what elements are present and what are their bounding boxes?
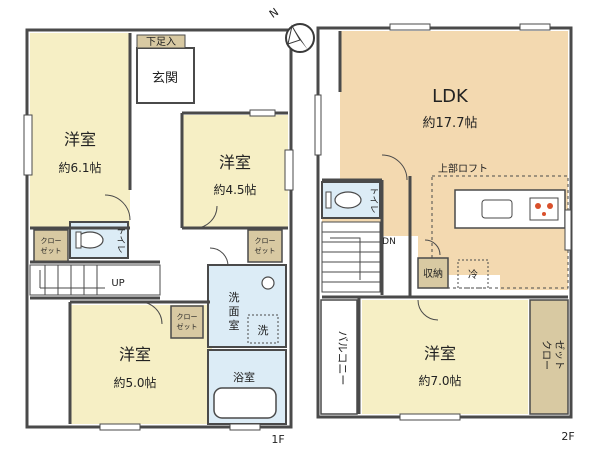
- floor-2: LDK 約17.7帖 上部ロフト 洋室 約7.0帖 トイレ 収納 冷 DN クロ…: [314, 23, 575, 443]
- interior-walls-2f: [322, 31, 568, 414]
- compass-north-label: N: [267, 5, 281, 20]
- label-fridge: 冷: [468, 268, 478, 281]
- closet-1f-b: [247, 229, 283, 263]
- washer-space: [247, 314, 279, 344]
- label-washroom-line3: 室: [229, 318, 240, 332]
- label-shoe-box: 下足入: [146, 36, 176, 48]
- label-washroom-line1: 洗: [229, 291, 240, 304]
- room-western-ne: [182, 115, 288, 227]
- closet-1f-c: [170, 305, 204, 339]
- label-closet-2f-line2: ゼット: [553, 340, 565, 370]
- label-closet-1f-a-line2: ゼット: [41, 246, 62, 255]
- label-western-sw: 洋室: [119, 345, 151, 364]
- label-balcony: バルコニー: [336, 331, 349, 386]
- label-entrance: 玄関: [152, 71, 178, 86]
- room-western-2f: [362, 300, 528, 414]
- label-closet-1f-a-line1: クロー: [41, 237, 62, 245]
- label-closet-1f-b-line1: クロー: [255, 237, 276, 245]
- stairs-1f: [29, 264, 161, 296]
- label-toilet-2f: トイレ: [368, 186, 378, 213]
- label-floor-2: 2F: [561, 430, 574, 443]
- label-storage: 収納: [423, 267, 443, 280]
- floor-1: 洋室 約6.1帖 洋室 約4.5帖 洋室 約5.0帖 玄関 下足入 トイレ クロ…: [23, 28, 294, 446]
- sink-icon: [261, 276, 275, 290]
- balcony: [320, 299, 358, 415]
- room-western-nw: [30, 33, 130, 228]
- closet-2f: [529, 299, 569, 415]
- label-stairs-up: UP: [111, 278, 124, 289]
- windows-1f: [23, 109, 294, 431]
- label-western-ne-size: 約4.5帖: [213, 182, 256, 197]
- label-closet-1f-c-line1: クロー: [177, 313, 198, 321]
- label-western-nw-size: 約6.1帖: [58, 160, 101, 175]
- stove-icon: [529, 197, 559, 221]
- label-stairs-dn: DN: [382, 237, 396, 247]
- label-ldk: LDK: [432, 86, 469, 107]
- closet-1f-a: [33, 229, 69, 263]
- label-toilet-1f: トイレ: [115, 226, 125, 253]
- label-loft: 上部ロフト: [438, 162, 488, 175]
- label-ldk-size: 約17.7帖: [423, 116, 478, 131]
- label-closet-1f-b-line2: ゼット: [255, 246, 276, 255]
- toilet-2f-bowl-icon: [334, 191, 362, 209]
- label-washroom-line2: 面: [229, 305, 240, 318]
- bathtub-icon: [213, 387, 277, 419]
- doors-2f: [381, 154, 441, 321]
- kitchen-sink-icon: [481, 199, 513, 219]
- toilet-2f-tank-icon: [325, 191, 332, 209]
- shoe-box: [136, 34, 186, 49]
- label-closet-2f-line1: クロー: [540, 340, 552, 370]
- toilet-tank-icon: [75, 231, 82, 249]
- label-western-2f: 洋室: [424, 344, 456, 363]
- label-western-2f-size: 約7.0帖: [418, 373, 461, 388]
- label-closet-1f-c-line2: ゼット: [177, 322, 198, 331]
- label-western-ne: 洋室: [219, 153, 251, 172]
- label-washer: 洗: [258, 324, 269, 337]
- label-western-sw-size: 約5.0帖: [113, 375, 156, 390]
- fridge-space: [457, 259, 489, 289]
- entrance: [136, 47, 195, 104]
- storage-2f: [417, 257, 449, 289]
- label-western-nw: 洋室: [64, 130, 96, 149]
- stairs-2f: [321, 221, 381, 293]
- label-floor-1: 1F: [271, 433, 284, 446]
- washroom: [207, 264, 287, 348]
- label-bathroom: 浴室: [233, 370, 255, 384]
- doors-1f: [104, 194, 229, 325]
- windows-2f: [314, 23, 572, 421]
